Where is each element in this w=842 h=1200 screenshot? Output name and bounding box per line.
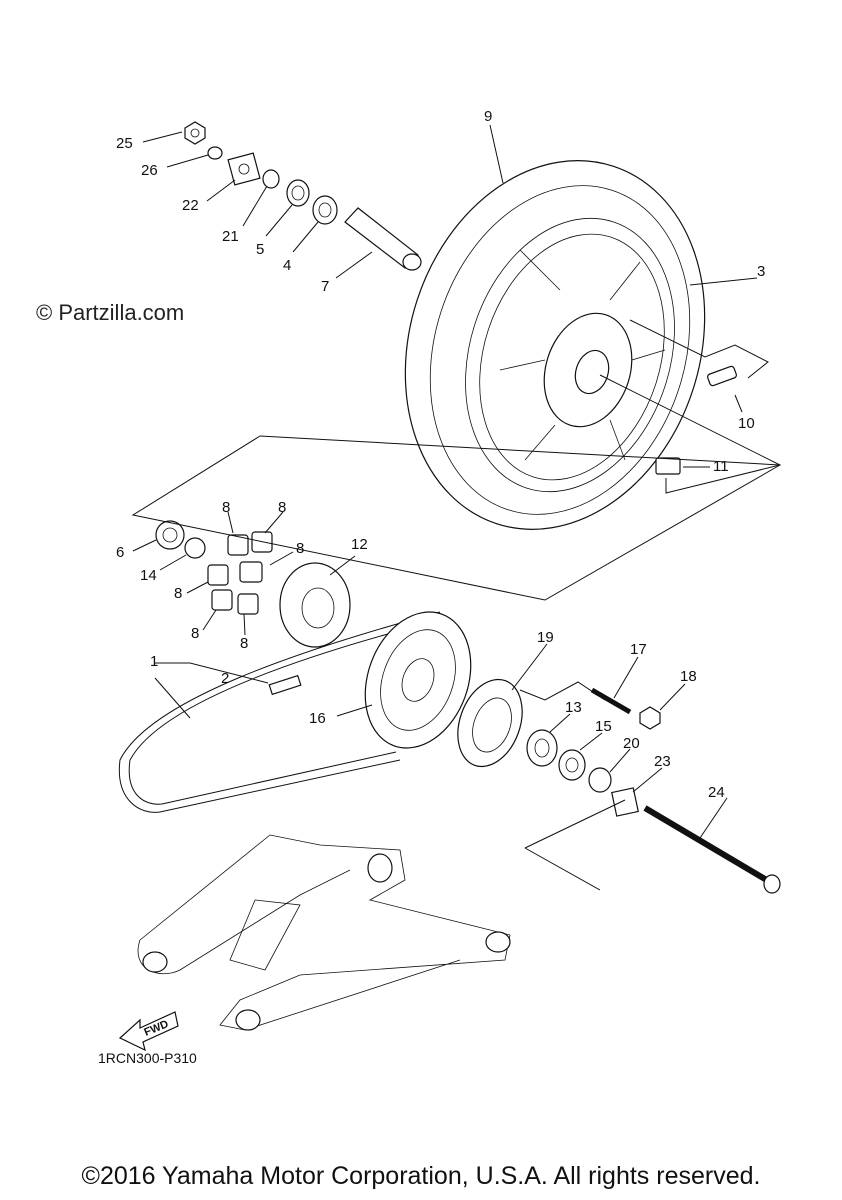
callout-2: 2: [221, 670, 229, 687]
callout-8-f: 8: [240, 635, 248, 652]
callout-15: 15: [595, 718, 612, 735]
spacer-collar[interactable]: [344, 207, 422, 271]
callout-26: 26: [141, 162, 158, 179]
sprocket-nut[interactable]: [639, 706, 661, 730]
callout-22: 22: [182, 197, 199, 214]
callout-24: 24: [708, 784, 725, 801]
valve-stem[interactable]: [707, 365, 737, 387]
hub-bearing[interactable]: [155, 520, 185, 550]
washer[interactable]: [207, 146, 223, 160]
callout-16: 16: [309, 710, 326, 727]
axle-nut[interactable]: [184, 121, 206, 145]
callout-6: 6: [116, 544, 124, 561]
right-collar[interactable]: [588, 767, 612, 793]
rear-sprocket[interactable]: [347, 597, 489, 763]
damper-assembly[interactable]: [207, 531, 273, 615]
callout-17: 17: [630, 641, 647, 658]
callout-8-d: 8: [174, 585, 182, 602]
callout-11: 11: [713, 458, 729, 475]
brake-caliper-bracket[interactable]: [446, 670, 533, 775]
callout-19: 19: [537, 629, 554, 646]
callout-3: 3: [757, 263, 765, 280]
callout-5: 5: [256, 241, 264, 258]
wheel-axle[interactable]: [643, 805, 781, 894]
adjuster-plate[interactable]: [227, 152, 261, 186]
balance-weight[interactable]: [655, 457, 681, 475]
callout-21: 21: [222, 228, 239, 245]
callout-8-c: 8: [296, 540, 304, 557]
callout-8-e: 8: [191, 625, 199, 642]
leader-lines: [131, 124, 782, 891]
callout-10: 10: [738, 415, 755, 432]
bearing[interactable]: [312, 195, 338, 225]
callout-25: 25: [116, 135, 133, 152]
clutch-hub[interactable]: [279, 562, 351, 648]
right-oil-seal[interactable]: [558, 749, 586, 781]
fwd-arrow-icon: FWD: [118, 1011, 179, 1052]
diagram-code: 1RCN300-P310: [98, 1050, 197, 1066]
callout-4: 4: [283, 257, 291, 274]
callout-12: 12: [351, 536, 368, 553]
callout-20: 20: [623, 735, 640, 752]
callout-14: 14: [140, 567, 157, 584]
callout-8-a: 8: [222, 499, 230, 516]
callout-7: 7: [321, 278, 329, 295]
stud-bolt[interactable]: [590, 687, 632, 715]
callout-9: 9: [484, 108, 492, 125]
callout-23: 23: [654, 753, 671, 770]
collar[interactable]: [262, 169, 280, 189]
watermark: © Partzilla.com: [36, 300, 185, 325]
drive-chain[interactable]: [118, 611, 441, 813]
hub-collar[interactable]: [184, 537, 206, 559]
callout-1: 1: [150, 653, 158, 670]
swingarm: [137, 834, 511, 1031]
right-bearing[interactable]: [526, 729, 558, 767]
right-adjuster-plate[interactable]: [611, 787, 639, 817]
callout-13: 13: [565, 699, 582, 716]
copyright-notice: ©2016 Yamaha Motor Corporation, U.S.A. A…: [81, 1162, 761, 1190]
callout-18: 18: [680, 668, 697, 685]
wheel-rim[interactable]: [432, 191, 709, 519]
chain-joint[interactable]: [268, 674, 302, 696]
callout-labels: 25 26 22 21 5 4 7 9 3 10 11 8 8 8 8 8 8 …: [116, 108, 765, 801]
callout-8-b: 8: [278, 499, 286, 516]
oil-seal[interactable]: [286, 179, 310, 207]
